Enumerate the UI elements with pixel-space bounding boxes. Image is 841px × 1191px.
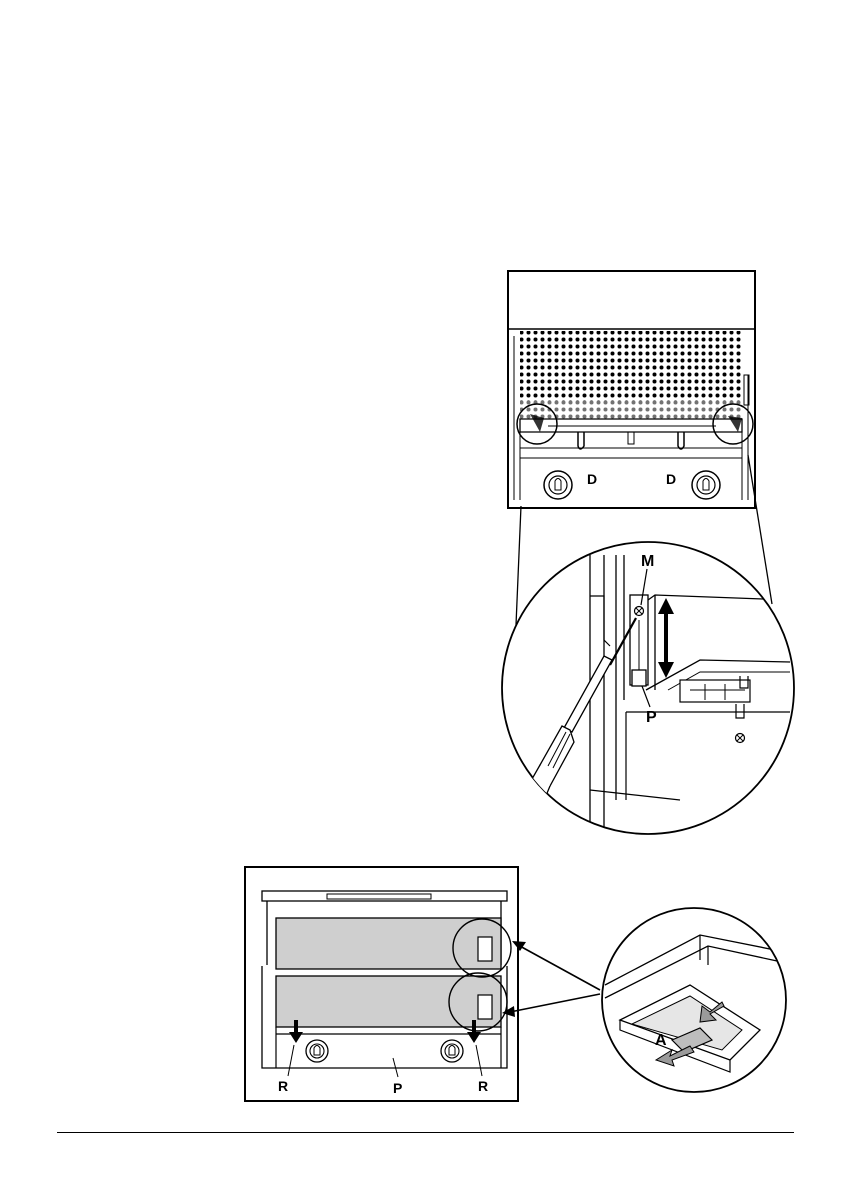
bottom-hood-figure: R P R bbox=[245, 867, 518, 1101]
footer-rule bbox=[57, 1132, 794, 1133]
label-p-detail: P bbox=[646, 709, 657, 726]
lamp-bottom-right-icon bbox=[441, 1040, 463, 1062]
detail-adjustment-figure: M P bbox=[502, 542, 794, 840]
filter-lower bbox=[276, 976, 501, 1027]
clip-detail-figure: A bbox=[602, 908, 800, 1092]
label-d-left: D bbox=[587, 471, 597, 487]
label-p-bottom: P bbox=[393, 1080, 402, 1096]
label-r-right: R bbox=[478, 1078, 488, 1094]
lamp-left-icon bbox=[544, 471, 572, 499]
label-a: A bbox=[655, 1032, 667, 1049]
top-hood-figure: D D bbox=[508, 271, 755, 508]
label-m: M bbox=[641, 553, 654, 570]
label-r-left: R bbox=[278, 1078, 288, 1094]
filter-upper bbox=[276, 918, 501, 969]
label-d-right: D bbox=[666, 471, 676, 487]
lamp-right-icon bbox=[692, 471, 720, 499]
lamp-bottom-left-icon bbox=[306, 1040, 328, 1062]
perforated-filter bbox=[520, 331, 742, 401]
